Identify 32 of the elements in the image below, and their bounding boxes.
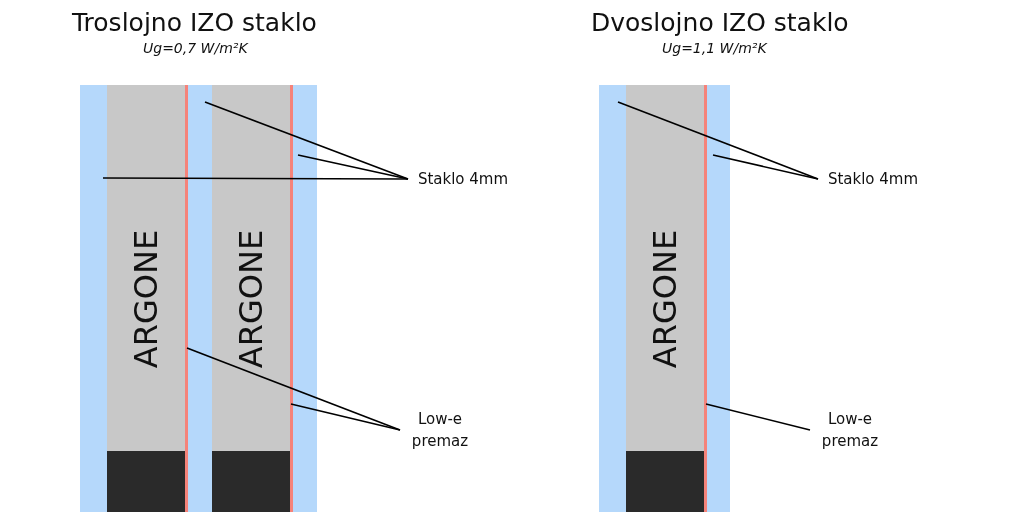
gas-label: ARGONE xyxy=(127,229,166,368)
leader-line xyxy=(705,403,811,431)
leader-line xyxy=(712,154,819,180)
leader-line xyxy=(204,101,409,180)
glass-pane xyxy=(80,85,107,512)
spacer-bar xyxy=(626,451,705,512)
callout-text: Staklo 4mm xyxy=(408,168,518,190)
u-value-text: Ug=0,7 W/m²K xyxy=(143,40,248,56)
title: Troslojno IZO staklo xyxy=(72,8,317,37)
gas-label: ARGONE xyxy=(646,229,685,368)
leader-line xyxy=(102,177,409,180)
glass-pane xyxy=(188,85,212,512)
low-e-coating-line xyxy=(290,85,293,512)
glass-pane xyxy=(599,85,626,512)
callout-text: Low-e premaz xyxy=(400,408,480,452)
low-e-coating-line xyxy=(704,85,707,512)
leader-line xyxy=(617,101,819,180)
gas-gap xyxy=(626,85,705,512)
gas-gap xyxy=(212,85,291,512)
title: Dvoslojno IZO staklo xyxy=(591,8,849,37)
spacer-bar xyxy=(107,451,186,512)
leader-line xyxy=(290,403,401,431)
glass-pane xyxy=(707,85,730,512)
glass-pane xyxy=(293,85,317,512)
gas-gap xyxy=(107,85,186,512)
low-e-coating-line xyxy=(185,85,188,512)
callout-text: Low-e premaz xyxy=(810,408,890,452)
leader-line xyxy=(186,347,401,431)
gas-label: ARGONE xyxy=(232,229,271,368)
u-value-text: Ug=1,1 W/m²K xyxy=(662,40,767,56)
callout-text: Staklo 4mm xyxy=(818,168,928,190)
spacer-bar xyxy=(212,451,291,512)
